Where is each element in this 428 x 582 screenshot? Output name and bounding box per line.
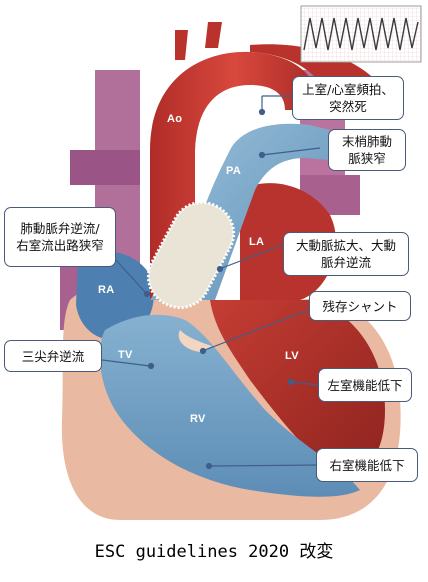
callout-arrhythmia: 上室/心室頻拍、 突然死 [292, 76, 404, 120]
callout-residual-shunt: 残存シャント [309, 291, 411, 321]
callout-tricuspid-regurg: 三尖弁逆流 [4, 340, 102, 372]
callout-pr-rvot-line2: 右室流出路狭窄 [16, 238, 104, 253]
ecg-strip-icon [300, 5, 422, 63]
left-ventricle [210, 300, 385, 480]
callout-aortic-dilation: 大動脈拡大、大動 脈弁逆流 [283, 232, 409, 276]
callout-aortic-dilation-line1: 大動脈拡大、大動 [295, 238, 396, 253]
callout-residual-shunt-line1: 残存シャント [322, 298, 398, 314]
callout-peripheral-pa-stenosis: 末梢肺動 脈狭窄 [328, 129, 406, 171]
label-right-ventricle: RV [190, 413, 206, 425]
label-tricuspid-valve: TV [118, 349, 133, 361]
label-pulmonary-artery: PA [226, 165, 242, 177]
callout-lv-dysfunction-line1: 左室機能低下 [327, 377, 403, 393]
callout-arrhythmia-line2: 突然死 [329, 99, 367, 114]
leader-lines [95, 95, 321, 470]
callout-tricuspid-regurg-line1: 三尖弁逆流 [21, 348, 85, 364]
label-right-atrium: RA [98, 284, 115, 296]
callout-pr-rvot-line1: 肺動脈弁逆流/ [20, 221, 100, 236]
callout-peripheral-pa-stenosis-line2: 脈狭窄 [348, 151, 386, 166]
callout-peripheral-pa-stenosis-line1: 末梢肺動 [341, 134, 392, 149]
vsd-patch-icon [178, 330, 212, 352]
label-left-ventricle: LV [285, 350, 299, 362]
label-aorta: Ao [167, 113, 183, 125]
callout-aortic-dilation-line2: 脈弁逆流 [320, 255, 371, 270]
callout-pr-rvot: 肺動脈弁逆流/ 右室流出路狭窄 [4, 207, 116, 267]
figure-caption: ESC guidelines 2020 改変 [94, 542, 334, 562]
pulmonary-valve-conduit-icon [146, 200, 236, 310]
right-ventricle [99, 314, 360, 497]
callout-arrhythmia-line1: 上室/心室頻拍、 [302, 82, 394, 97]
right-atrium [76, 251, 154, 340]
label-left-atrium: LA [249, 236, 265, 248]
callout-rv-dysfunction: 右室機能低下 [316, 448, 418, 482]
callout-rv-dysfunction-line1: 右室機能低下 [329, 457, 405, 473]
callout-lv-dysfunction: 左室機能低下 [318, 368, 412, 402]
